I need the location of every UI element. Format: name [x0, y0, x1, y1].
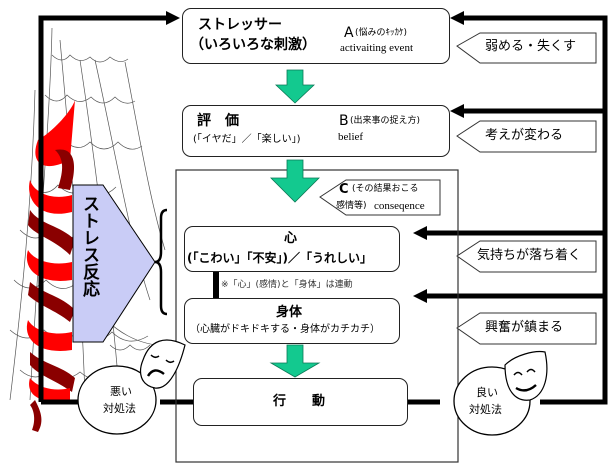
right-label-weaken: 弱める・失くす: [485, 39, 577, 54]
arrowhead-right-1: [450, 11, 464, 25]
callout-a-en: activaiting event: [340, 42, 413, 54]
right-label-calm-feelings: 気持ちが落ち着く: [477, 248, 582, 263]
callout-c-line2-jp: 感情等): [336, 201, 367, 211]
stressor-title-line1: ストレッサー: [198, 17, 282, 33]
stress-reaction-shape: [72, 184, 156, 343]
green-arrow-1: [274, 69, 316, 104]
brace: [154, 208, 168, 316]
red-rope: [26, 100, 75, 432]
stress-reaction-label: ストレス反応: [79, 195, 99, 297]
response-frame: [175, 169, 459, 463]
body-subtitle: （心臓がドキドキする・身体がカチカチ）: [190, 324, 380, 335]
callout-b-en: belief: [338, 131, 364, 143]
callout-a-jp: (悩みのｷｯｶｹ): [355, 28, 408, 38]
good-coping-line2: 対処法: [469, 403, 502, 416]
callout-b-letter: B: [339, 113, 349, 129]
action-box: [193, 378, 408, 426]
bad-coping-line2: 対処法: [103, 402, 136, 415]
stressor-box: [182, 8, 450, 64]
green-arrows: [269, 69, 321, 378]
arrowhead-right-4: [413, 289, 427, 303]
mind-title: 心: [284, 231, 298, 246]
green-arrow-3: [269, 344, 321, 378]
sad-mask-icon: [140, 339, 186, 389]
mind-body-connector: [213, 272, 219, 298]
right-label-change-thought: 考えが変わる: [485, 128, 564, 143]
feedback-line-left: [38, 15, 168, 405]
bad-coping-ellipse: [77, 365, 157, 435]
callout-c-line2-en: conseqence: [374, 200, 425, 212]
body-title: 身体: [276, 305, 303, 320]
evaluation-box: [182, 105, 450, 157]
stressor-title-line2: （いろいろな刺激）: [190, 37, 316, 53]
callout-right-1-shape: [456, 32, 597, 64]
happy-mask-icon: [504, 350, 548, 401]
action-title: 行 動: [273, 394, 326, 409]
good-coping-line1: 良い: [476, 386, 498, 399]
body-box: [184, 298, 400, 344]
arrowhead-right-3: [413, 226, 427, 240]
callout-a-letter: A: [344, 25, 354, 41]
evaluation-subtitle: (「イヤだ」／「楽しい」): [193, 134, 301, 145]
right-label-calm-excitement: 興奮が鎮まる: [485, 320, 564, 335]
mind-subtitle: (「こわい」「不安」)／「うれしい」: [187, 251, 372, 265]
callout-right-2-shape: [456, 120, 597, 153]
arrowhead-to-stressor: [166, 11, 180, 25]
callout-right-3-shape: [456, 240, 597, 273]
evaluation-title: 評 価: [197, 113, 239, 129]
callout-c-shape: [319, 179, 441, 216]
callout-c-line1: (その結果おこる: [352, 184, 419, 194]
mind-body-link-note: ※「心」(感情)と「身体」は連動: [221, 280, 353, 290]
callout-b-jp: (出来事の捉え方): [350, 116, 421, 126]
green-arrow-2: [270, 159, 320, 203]
callout-c-letter: C: [339, 182, 349, 197]
callout-right-4-shape: [456, 312, 597, 345]
arrowhead-right-2: [450, 104, 464, 118]
mind-box: [184, 226, 400, 272]
feedback-line-right: [425, 15, 608, 405]
bad-coping-line1: 悪い: [110, 385, 132, 398]
